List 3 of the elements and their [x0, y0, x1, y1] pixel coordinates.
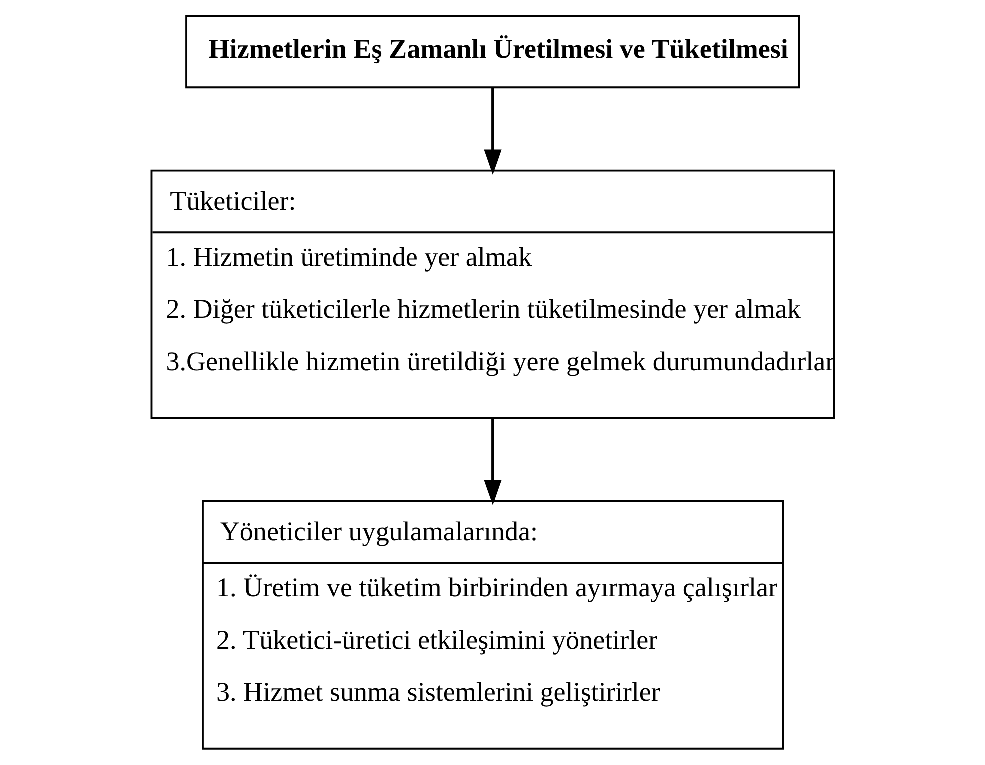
arrow	[484, 88, 502, 175]
arrow	[484, 419, 502, 506]
node-box: Hizmetlerin Eş Zamanlı Üretilmesi ve Tüketilmesi	[185, 15, 800, 89]
